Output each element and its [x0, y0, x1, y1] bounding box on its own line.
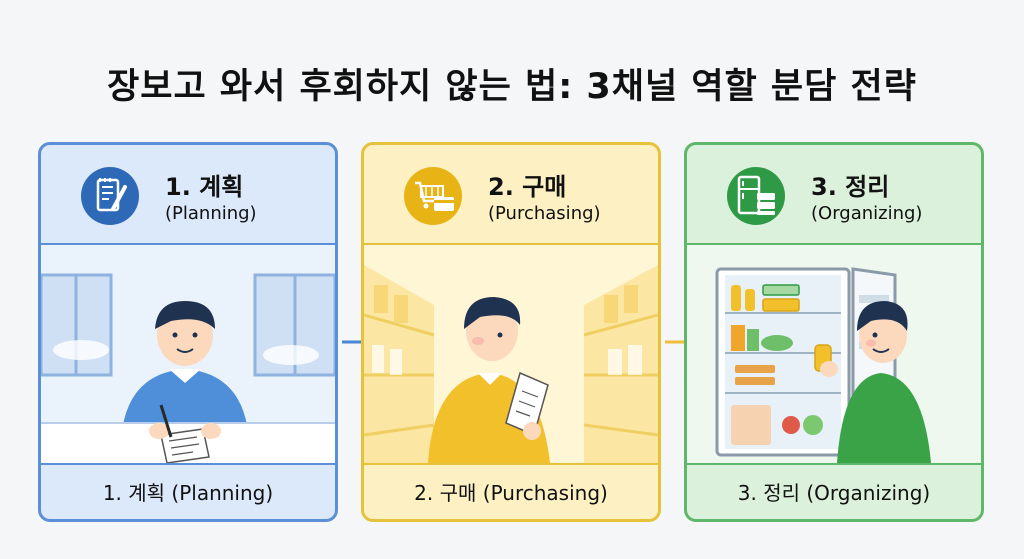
organizing-card: 3. 정리 (Organizing)	[684, 142, 984, 522]
purchasing-title: 2. 구매	[488, 173, 567, 201]
organizing-card-header: 3. 정리 (Organizing)	[687, 145, 981, 243]
planning-scene-illustration	[41, 243, 335, 465]
purchasing-scene-illustration	[364, 243, 658, 465]
planning-card-header: 1. 계획 (Planning)	[41, 145, 335, 243]
organizing-caption: 3. 정리 (Organizing)	[737, 481, 931, 505]
page-title: 장보고 와서 후회하지 않는 법: 3채널 역할 분담 전략	[107, 67, 917, 107]
shopping-cart-card-icon	[404, 167, 462, 225]
planning-title: 1. 계획	[165, 173, 244, 201]
planning-caption: 1. 계획 (Planning)	[102, 481, 274, 505]
planning-subtitle: (Planning)	[165, 203, 257, 224]
purchasing-subtitle: (Purchasing)	[488, 203, 601, 224]
notepad-pencil-icon	[81, 167, 139, 225]
fridge-containers-icon	[727, 167, 785, 225]
planning-card: 1. 계획 (Planning)	[38, 142, 338, 522]
organizing-subtitle: (Organizing)	[811, 203, 923, 224]
purchasing-card-header: 2. 구매 (Purchasing)	[364, 145, 658, 243]
purchasing-card: 2. 구매 (Purchasing)	[361, 142, 661, 522]
purchasing-caption: 2. 구매 (Purchasing)	[414, 481, 608, 505]
organizing-scene-illustration	[687, 243, 981, 465]
organizing-title: 3. 정리	[811, 173, 890, 201]
